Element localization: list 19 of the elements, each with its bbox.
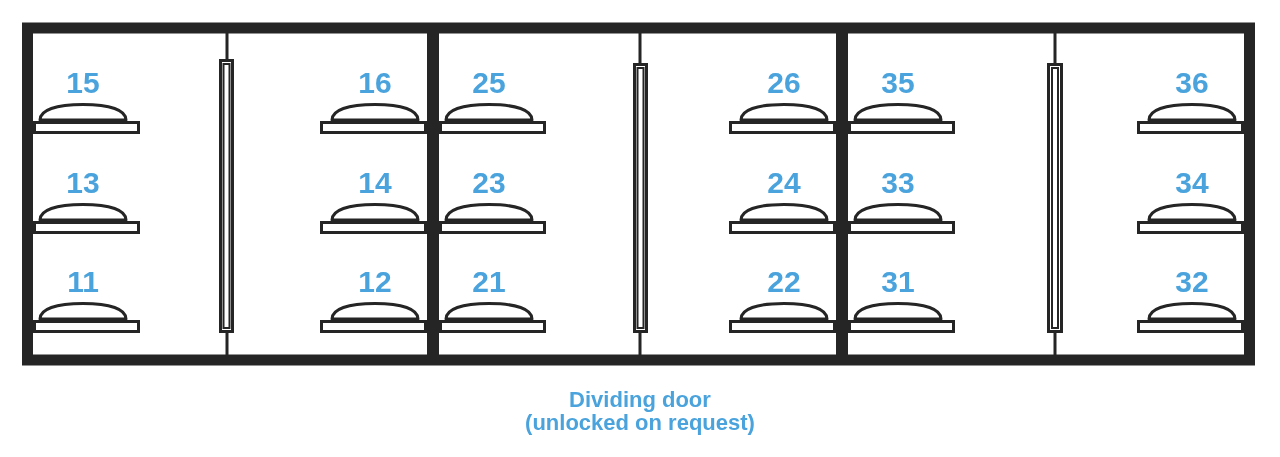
- bed-number: 26: [767, 68, 801, 98]
- bed-number: 14: [358, 168, 392, 198]
- bed-number: 34: [1175, 168, 1209, 198]
- bed-number: 12: [358, 267, 392, 297]
- bed-number: 33: [881, 168, 915, 198]
- bed-number: 31: [881, 267, 915, 297]
- bed-number: 25: [472, 68, 506, 98]
- bed-number: 21: [472, 267, 506, 297]
- bed-number: 15: [66, 68, 100, 98]
- bed-number: 24: [767, 168, 801, 198]
- bed-number: 32: [1175, 267, 1209, 297]
- bed-number: 13: [66, 168, 100, 198]
- caption: Dividing door (unlocked on request): [524, 388, 756, 434]
- bed-number: 36: [1175, 68, 1209, 98]
- bed-number: 11: [67, 267, 99, 297]
- bed-number: 16: [358, 68, 392, 98]
- bed-number: 23: [472, 168, 506, 198]
- bed-number: 35: [881, 68, 915, 98]
- bed-number: 22: [767, 267, 801, 297]
